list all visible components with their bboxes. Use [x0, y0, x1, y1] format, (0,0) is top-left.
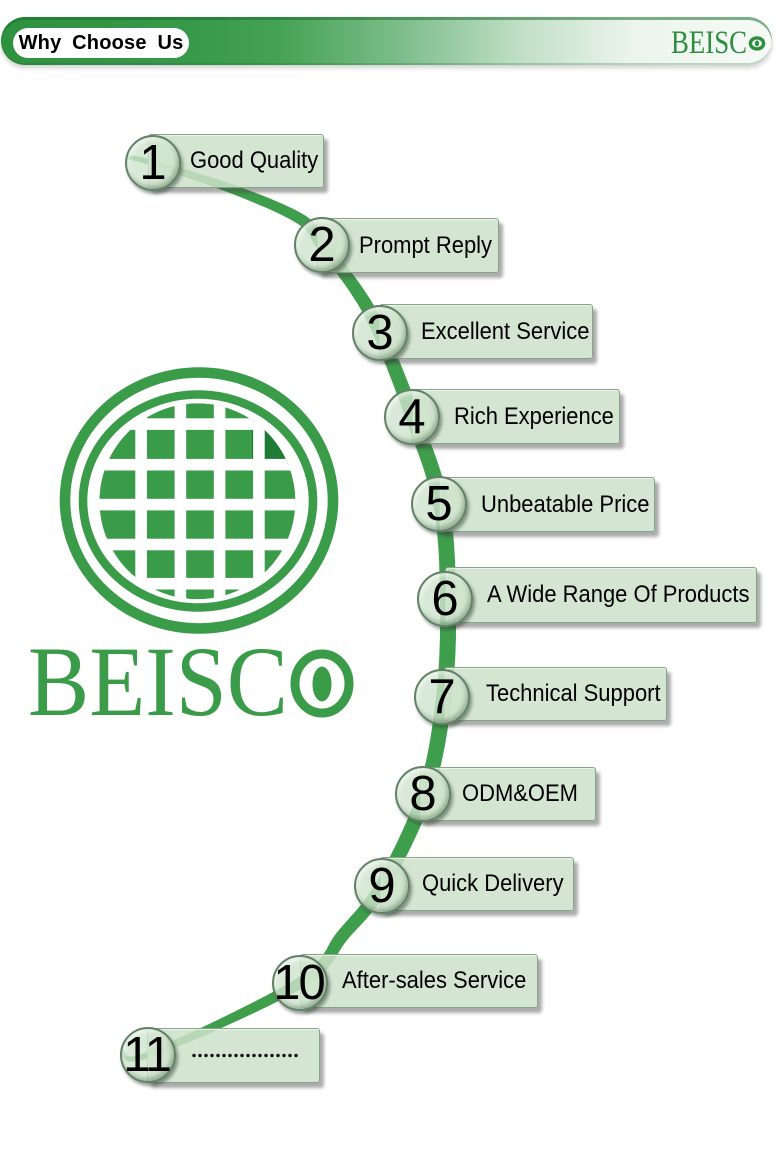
- svg-text:BEISC: BEISC: [671, 25, 747, 61]
- svg-text:BEISC: BEISC: [28, 626, 288, 737]
